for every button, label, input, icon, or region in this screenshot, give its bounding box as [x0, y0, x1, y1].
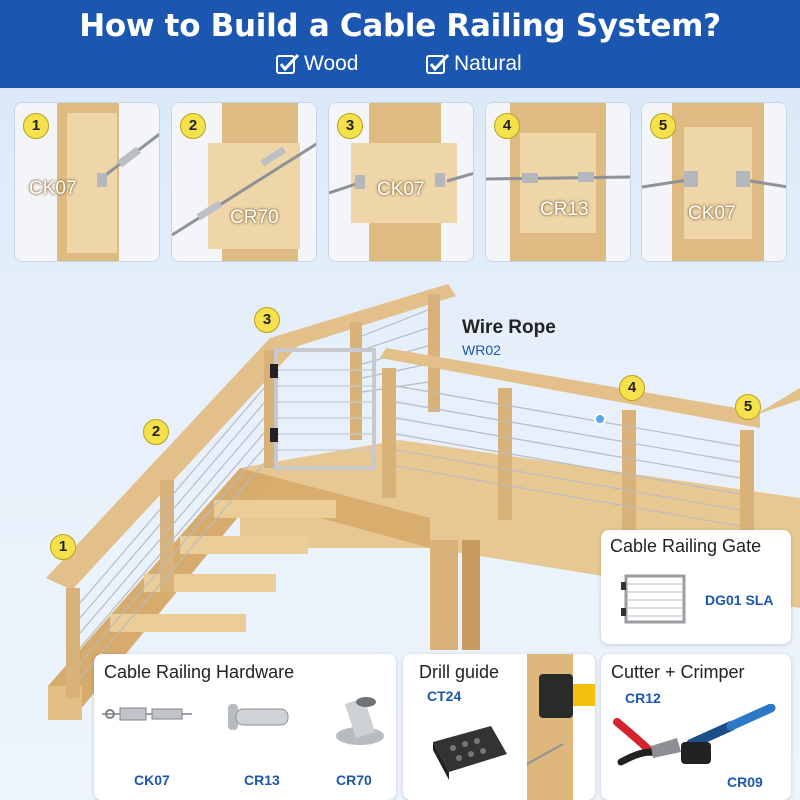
post-illustration [329, 103, 473, 261]
option-label: Wood [304, 52, 359, 75]
hardware-card: Cable Railing Hardware CK07 CR13 CR70 [94, 654, 396, 800]
gate-code: DG01 SLA [705, 592, 774, 608]
post-illustration [642, 103, 786, 261]
cutter-crimper-card: Cutter + Crimper CR12 CR09 [601, 654, 791, 800]
checkbox-icon [426, 53, 450, 74]
gate-card: Cable Railing Gate DG01 SLA [601, 530, 791, 644]
wire-rope-title: Wire Rope [462, 317, 556, 338]
marker-step-5: 5 [735, 394, 761, 420]
marker-step-4: 4 [619, 375, 645, 401]
post-illustration [172, 103, 316, 261]
page-title: How to Build a Cable Railing System? [79, 8, 721, 44]
post-illustration [15, 103, 159, 261]
crimper-code: CR09 [727, 774, 763, 790]
marker-step-2: 2 [143, 419, 169, 445]
cutter-crimper-title: Cutter + Crimper [611, 662, 745, 682]
option-wood: Wood [276, 52, 358, 76]
step-number: 1 [23, 113, 49, 139]
cr13-icon [228, 704, 289, 730]
wire-rope-code: WR02 [462, 342, 501, 358]
step-number: 3 [337, 113, 363, 139]
step-card-1: 1 CK07 [14, 102, 160, 262]
hardware-title: Cable Railing Hardware [104, 662, 295, 682]
crimper-icon [681, 704, 776, 764]
post-illustration [486, 103, 630, 261]
step-number: 5 [650, 113, 676, 139]
hardware-item-ck07: CK07 [134, 772, 170, 788]
deck-stair-illustration [46, 284, 800, 720]
part-label: CK07 [29, 178, 77, 199]
cutter-icon [613, 718, 681, 766]
cutter-code: CR12 [625, 690, 661, 706]
part-label: CR70 [230, 207, 279, 228]
hardware-item-cr70: CR70 [336, 772, 372, 788]
header-banner: How to Build a Cable Railing System? Woo… [0, 0, 800, 88]
drill-guide-title: Drill guide [419, 662, 500, 682]
part-label: CK07 [688, 203, 736, 224]
drill-guide-code: CT24 [427, 688, 462, 704]
step-card-2: 2 CR70 [171, 102, 317, 262]
gate-title: Cable Railing Gate [610, 536, 762, 556]
hardware-item-cr13: CR13 [244, 772, 280, 788]
part-label: CR13 [540, 199, 589, 220]
content-area: 1 CK07 2 CR70 3 [0, 88, 800, 800]
step-card-3: 3 CK07 [328, 102, 474, 262]
drill-guide-card: Drill guide CT24 [403, 654, 595, 800]
drill-guide-icon [433, 654, 595, 800]
cr70-icon [336, 697, 384, 745]
step-number: 4 [494, 113, 520, 139]
ck07-icon [102, 707, 192, 721]
step-number: 2 [180, 113, 206, 139]
step-card-5: 5 CK07 [641, 102, 787, 262]
option-label: Natural [454, 52, 522, 75]
gate-icon [621, 574, 686, 624]
part-label: CK07 [377, 179, 425, 200]
option-natural: Natural [426, 52, 522, 76]
step-card-4: 4 CR13 [485, 102, 631, 262]
checkbox-icon [276, 53, 300, 74]
marker-step-1: 1 [50, 534, 76, 560]
marker-step-3: 3 [254, 307, 280, 333]
